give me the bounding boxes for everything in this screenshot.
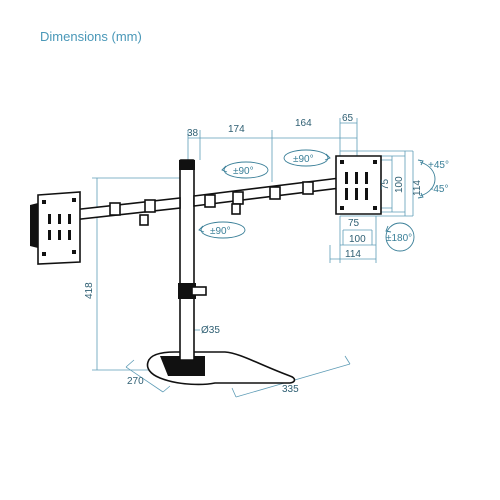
swivel-arm-left-label: ±90°: [233, 166, 254, 177]
dim-335: 335: [282, 384, 299, 395]
monitor-stand-drawing: [30, 155, 382, 386]
stand-pole: [179, 159, 195, 361]
dim-diameter-35: Ø35: [201, 325, 220, 336]
dim-65: 65: [342, 113, 354, 124]
dim-114-vertical: 114: [412, 180, 423, 196]
dim-174: 174: [228, 124, 245, 135]
dim-164: 164: [295, 118, 312, 129]
dim-100-vertical: 100: [394, 176, 405, 193]
dim-270: 270: [127, 376, 144, 387]
swivel-lower-label: ±90°: [210, 226, 231, 237]
left-arm: [71, 197, 181, 221]
right-vesa-plate: [335, 155, 382, 215]
rotate-label: ±180°: [386, 233, 412, 244]
swivel-arm-right-icon: [283, 149, 329, 167]
dim-38: 38: [187, 128, 199, 139]
dim-100-horizontal: 100: [349, 234, 366, 245]
diagram-title: Dimensions (mm): [40, 29, 142, 44]
tilt-up-label: +45°: [428, 160, 449, 171]
dim-418: 418: [84, 282, 95, 299]
swivel-arm-right-label: ±90°: [293, 154, 314, 165]
dimension-labels: 38 174 164 65 75 100 114 75 100 114 418 …: [84, 113, 449, 395]
tilt-down-label: -45°: [430, 184, 448, 195]
dim-75-vertical: 75: [380, 178, 391, 190]
right-arm: [193, 177, 341, 207]
swivel-lower-icon: [200, 221, 246, 239]
dim-75-horizontal: 75: [348, 218, 360, 229]
base-clamp: [160, 356, 205, 376]
rotation-indicators: [198, 149, 436, 252]
swivel-arm-left-icon: [223, 161, 269, 179]
rotate-icon: [385, 222, 415, 252]
tilt-icon: [419, 161, 436, 197]
dim-114-horizontal: 114: [345, 249, 361, 260]
